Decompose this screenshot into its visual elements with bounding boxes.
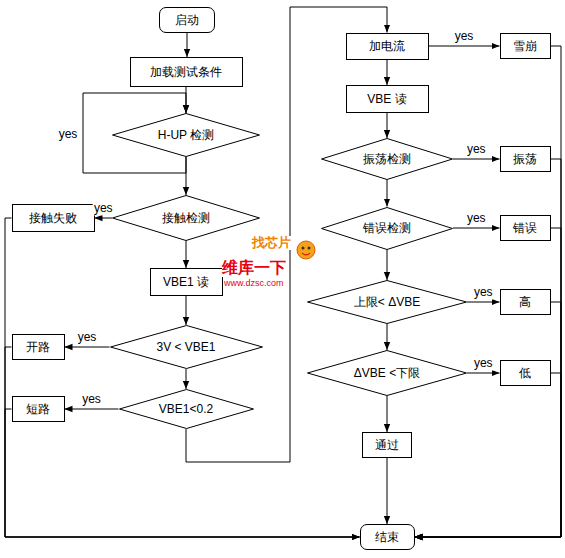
process-box: 短路 [12, 396, 65, 422]
flow-arrow [65, 409, 119, 410]
process-box: 错误 [500, 215, 551, 241]
node-text: 通过 [375, 438, 399, 452]
node-text: 雪崩 [513, 39, 537, 53]
process-box: 振荡 [500, 146, 551, 172]
node-text: 短路 [26, 402, 50, 416]
flow-arrow [65, 347, 110, 348]
flow-arrow [415, 373, 562, 537]
node-text: 振荡 [513, 152, 537, 166]
node-text: 高 [519, 295, 531, 309]
terminal-box: 启动 [159, 7, 215, 33]
edge-label: yes [454, 30, 475, 43]
edge-label: yes [93, 202, 114, 215]
flow-arrow [95, 218, 113, 219]
node-text: 3V < VBE1 [156, 340, 215, 354]
node-text: 振荡检测 [363, 152, 411, 166]
mascot-eye [308, 247, 311, 250]
node-text: 加载测试条件 [150, 65, 222, 79]
edge-label: yes [77, 331, 98, 344]
flow-arrow [5, 347, 360, 537]
process-box: VBE 读 [346, 85, 429, 113]
node-text: 开路 [26, 340, 50, 354]
decision-diamond: 3V < VBE1 [110, 325, 263, 369]
flow-arrow [387, 180, 388, 207]
node-text: 低 [519, 366, 531, 380]
flow-arrow [387, 60, 388, 86]
flow-arrow [415, 46, 562, 537]
flow-arrow [387, 396, 388, 432]
flow-arrow [186, 241, 187, 268]
edge-label: yes [473, 357, 494, 370]
flow-arrow [5, 218, 360, 537]
flow-arrow [5, 409, 360, 537]
decision-diamond: 振荡检测 [321, 138, 453, 180]
flow-arrow [186, 296, 187, 325]
node-text: 接触失败 [29, 211, 77, 225]
flow-arrow [387, 324, 388, 350]
terminal-box: 结束 [360, 524, 415, 550]
flow-arrow [415, 159, 562, 537]
decision-diamond: 上限< ΔVBE [307, 280, 467, 324]
edge-label: yes [473, 286, 494, 299]
process-box: 高 [500, 289, 551, 315]
decision-diamond: 接触检测 [112, 195, 260, 241]
watermark-text: 找芯片 [252, 236, 291, 250]
flow-arrow [187, 33, 188, 57]
flow-arrow [186, 157, 187, 195]
node-text: ΔVBE <下限 [354, 366, 420, 380]
node-text: 加电流 [369, 39, 405, 53]
process-box: 加载测试条件 [130, 57, 243, 87]
node-text: 错误检测 [363, 221, 411, 235]
flow-arrow [429, 46, 500, 47]
mascot-head [297, 241, 315, 259]
node-text: VBE1<0.2 [159, 402, 213, 416]
flow-arrow [453, 228, 500, 229]
node-text: VBE1 读 [163, 275, 209, 289]
edge-label: yes [466, 143, 487, 156]
watermark-text: www.dzsc.com [224, 279, 284, 289]
flow-arrow [387, 458, 388, 524]
flow-arrow [186, 369, 187, 389]
process-box: 通过 [362, 432, 412, 458]
process-box: VBE1 读 [150, 268, 223, 296]
mascot-eye [302, 247, 305, 250]
flow-arrow [387, 113, 388, 138]
flow-arrow [387, 250, 388, 281]
decision-diamond: VBE1<0.2 [119, 389, 254, 429]
node-text: 启动 [175, 13, 199, 27]
decision-diamond: ΔVBE <下限 [307, 350, 467, 396]
edge-label: yes [81, 393, 102, 406]
flow-arrow [467, 373, 500, 374]
decision-diamond: H-UP 检测 [112, 113, 260, 157]
watermark-text: 维库一下 [222, 259, 286, 277]
edge-label: yes [466, 212, 487, 225]
process-box: 接触失败 [12, 204, 95, 232]
edge-label: yes [58, 128, 79, 141]
flow-arrow [415, 302, 562, 537]
process-box: 加电流 [346, 33, 429, 60]
node-text: VBE 读 [367, 92, 406, 106]
node-text: H-UP 检测 [158, 128, 214, 142]
node-text: 上限< ΔVBE [354, 295, 420, 309]
decision-diamond: 错误检测 [321, 207, 453, 250]
node-text: 结束 [375, 530, 399, 544]
node-text: 接触检测 [162, 211, 210, 225]
flow-arrow [415, 228, 562, 537]
node-text: 错误 [513, 221, 537, 235]
flow-arrow [467, 302, 500, 303]
process-box: 雪崩 [500, 33, 551, 59]
flow-arrow [453, 159, 500, 160]
mascot-mouth [302, 253, 310, 255]
process-box: 开路 [12, 334, 65, 360]
process-box: 低 [500, 360, 551, 386]
